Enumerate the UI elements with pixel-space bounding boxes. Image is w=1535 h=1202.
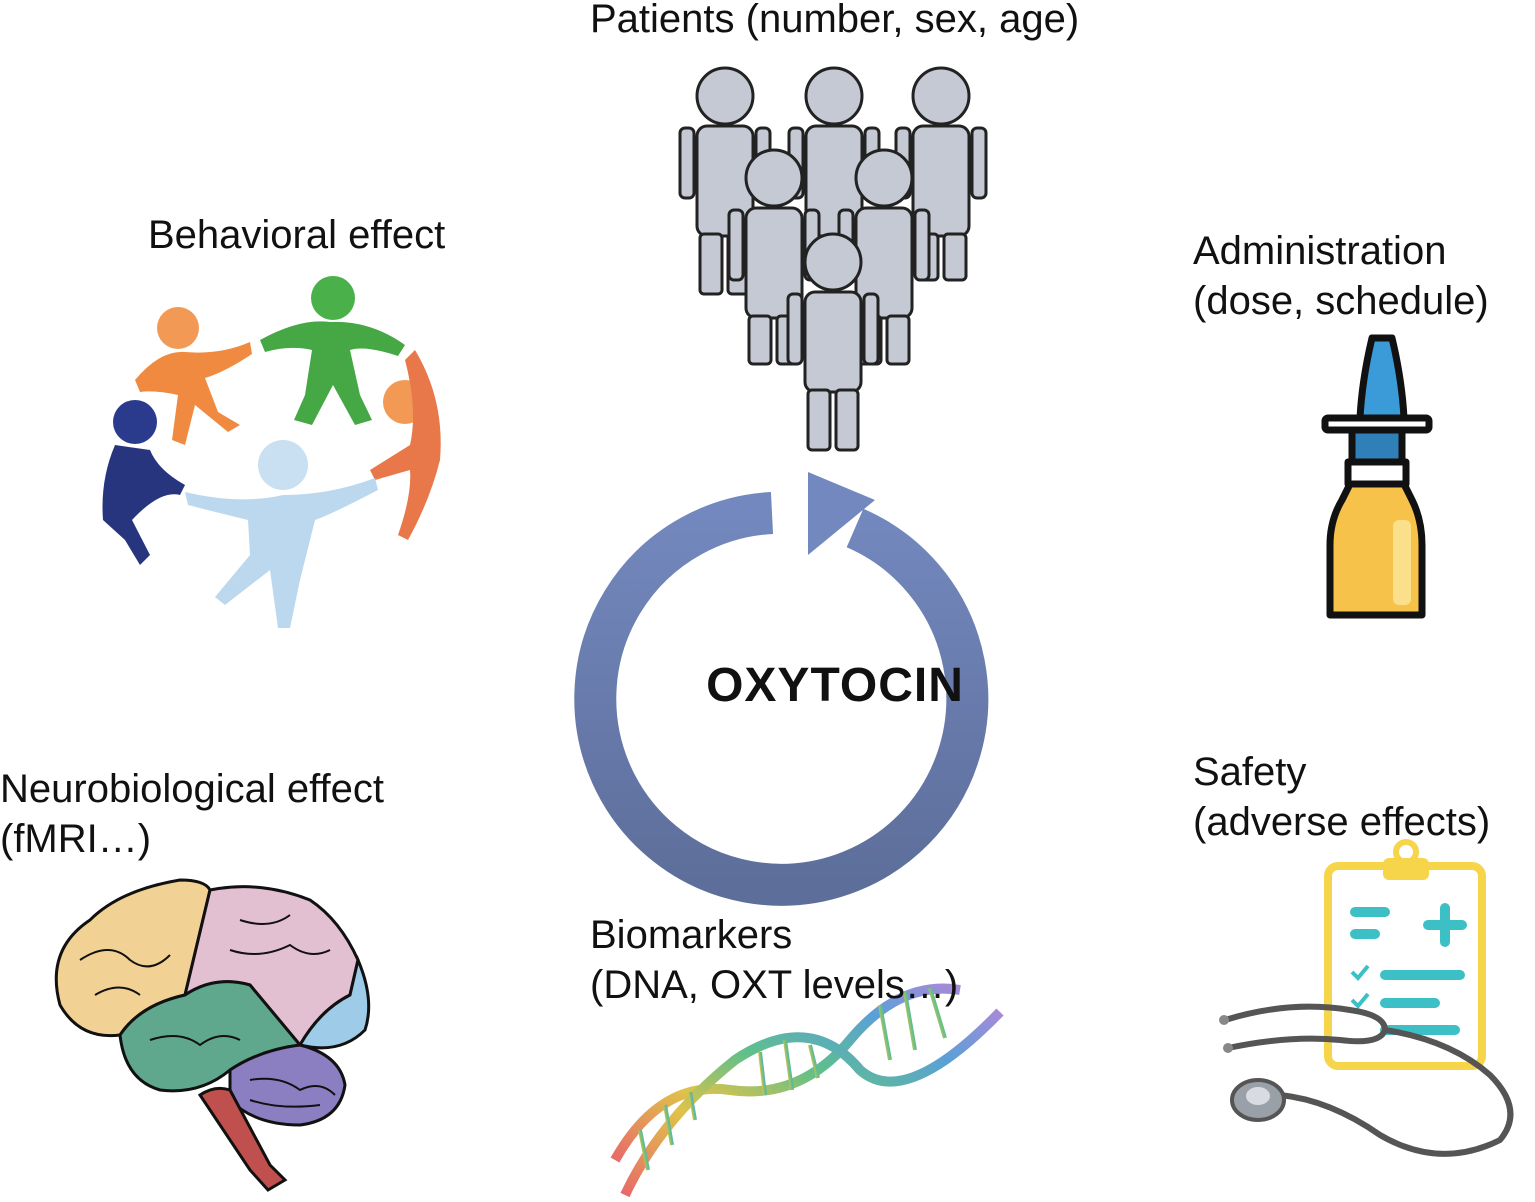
patients-label: Patients (number, sex, age) [590,0,1079,44]
biomarkers-label-line1: Biomarkers [590,913,793,957]
neurobiological-label-line1: Neurobiological effect [0,767,384,811]
administration-label-line1: Administration [1193,229,1447,273]
biomarkers-label: Biomarkers (DNA, OXT levels…) [590,910,958,1010]
brain-icon [54,878,371,1192]
behavioral-label-line1: Behavioral effect [148,213,446,257]
patients-label-line1: Patients (number, sex, age) [590,0,1080,41]
dna-helix-icon [610,983,1004,1198]
safety-label-line2: (adverse effects) [1193,800,1491,844]
clipboard-stethoscope-icon [1219,839,1514,1157]
biomarkers-label-line2: (DNA, OXT levels…) [590,963,959,1007]
nasal-spray-icon [1321,334,1433,619]
people-group-icon [678,66,988,452]
administration-label: Administration (dose, schedule) [1193,226,1489,326]
neurobiological-label-line2: (fMRI…) [0,817,152,861]
behavioral-label: Behavioral effect [148,210,445,260]
administration-label-line2: (dose, schedule) [1193,279,1489,323]
center-label: OXYTOCIN [706,659,964,712]
people-circle-icon [102,276,441,628]
neurobiological-label: Neurobiological effect (fMRI…) [0,764,384,864]
cycle-arrow-icon [574,472,989,906]
safety-label-line1: Safety [1193,750,1307,794]
safety-label: Safety (adverse effects) [1193,747,1490,847]
